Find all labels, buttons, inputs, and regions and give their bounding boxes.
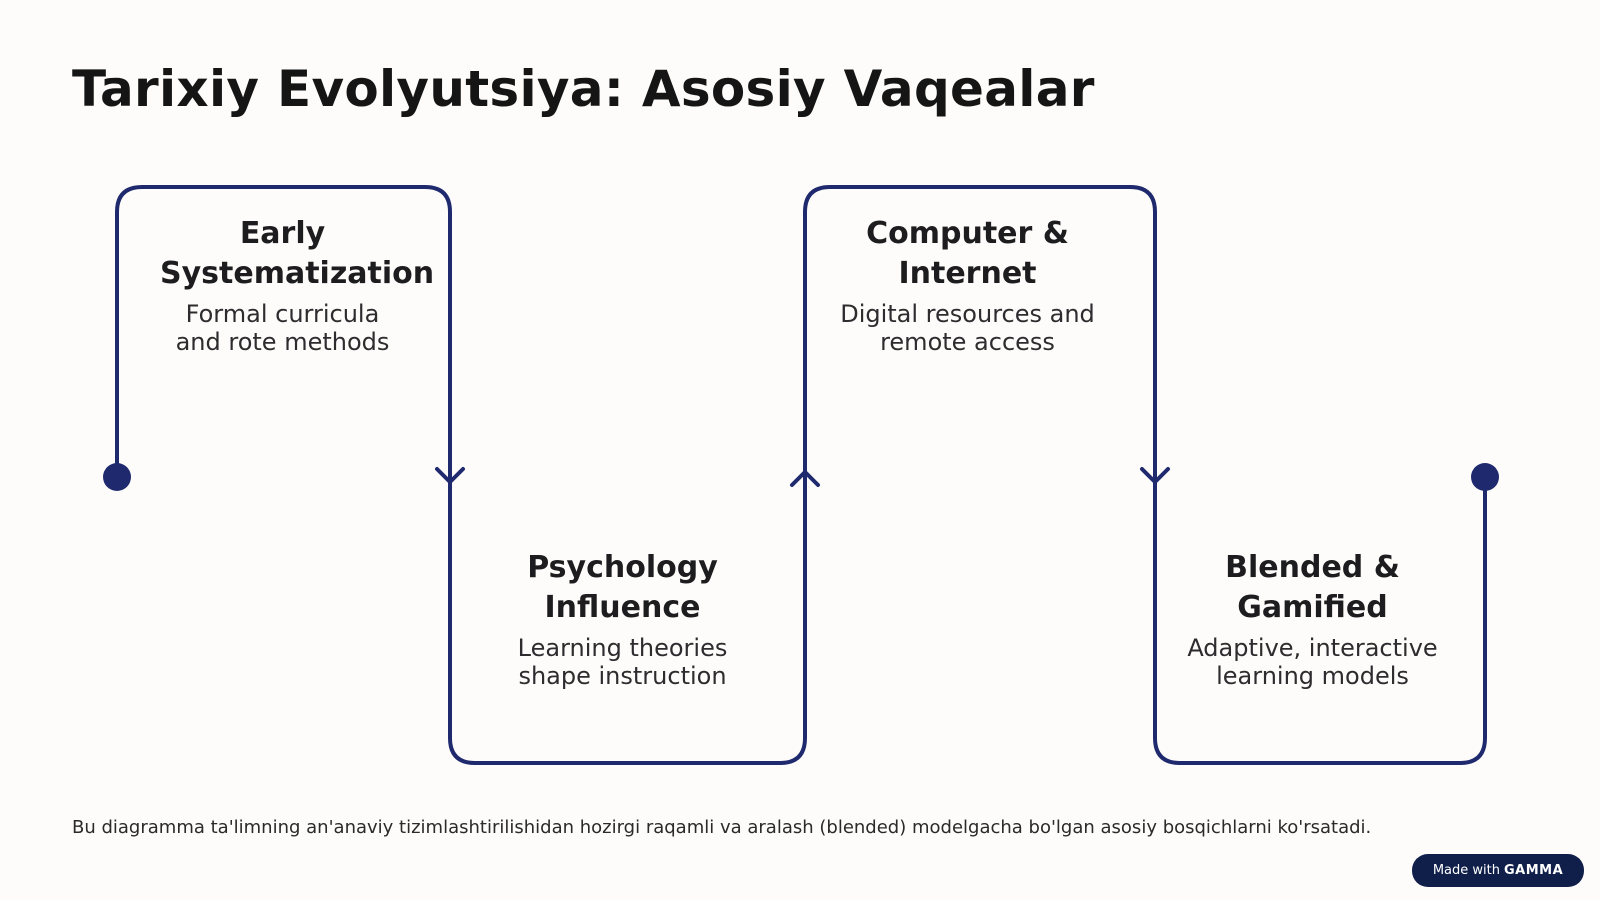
step-title: Blended & Gamified bbox=[1225, 550, 1400, 625]
gamma-logo: GAMMA bbox=[1503, 863, 1564, 878]
step-description: Formal curricula and rote methods bbox=[175, 300, 390, 356]
badge-prefix: Made with bbox=[1432, 863, 1500, 878]
arrow-up-icon bbox=[790, 470, 820, 487]
step-title: Computer & Internet bbox=[866, 216, 1069, 291]
start-dot bbox=[103, 463, 131, 491]
arrow-down-icon bbox=[1140, 467, 1170, 484]
step-early-systematization: Early Systematization Formal curricula a… bbox=[160, 214, 435, 356]
step-description: Adaptive, interactive learning models bbox=[1187, 634, 1438, 690]
step-computer-internet: Computer & Internet Digital resources an… bbox=[835, 214, 1100, 356]
step-description: Learning theories shape instruction bbox=[517, 634, 728, 690]
made-with-gamma-badge[interactable]: Made with GAMMA bbox=[1412, 854, 1584, 887]
diagram-caption: Bu diagramma ta'limning an'anaviy tiziml… bbox=[72, 817, 1372, 838]
snake-line bbox=[115, 185, 1487, 765]
step-description: Digital resources and remote access bbox=[840, 300, 1095, 356]
step-title: Early Systematization bbox=[160, 216, 435, 291]
step-blended-gamified: Blended & Gamified Adaptive, interactive… bbox=[1180, 548, 1445, 690]
arrow-down-icon bbox=[435, 467, 465, 484]
end-dot bbox=[1471, 463, 1499, 491]
step-title: Psychology Influence bbox=[527, 550, 718, 625]
page-title: Tarixiy Evolyutsiya: Asosiy Vaqealar bbox=[72, 60, 1095, 118]
step-psychology-influence: Psychology Influence Learning theories s… bbox=[490, 548, 755, 690]
